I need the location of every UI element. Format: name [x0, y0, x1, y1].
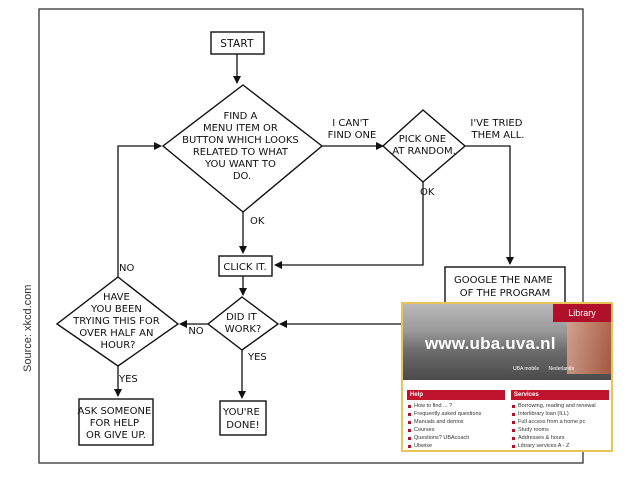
banner-photo	[567, 322, 611, 374]
services-link[interactable]: Addresses & hours	[511, 434, 609, 442]
diagram-frame	[38, 8, 584, 464]
library-website-screenshot: Library www.uba.uva.nl UBA mobile Nederl…	[401, 302, 613, 452]
arrow-pick-google	[465, 145, 514, 265]
help-header: Help	[407, 390, 505, 400]
youre-done-text: YOU'RE DONE!	[222, 407, 263, 431]
arrow-pick-click	[274, 182, 424, 269]
source-credit: Source: xkcd.com	[22, 284, 34, 372]
help-link[interactable]: How to find ... ?	[407, 402, 505, 410]
label-yes-work: YES	[247, 352, 267, 363]
google-text: GOOGLE THE NAME OF THE PROGRAM	[454, 275, 556, 299]
top-links: UBA mobile Nederlands	[513, 366, 582, 372]
link-uba-mobile[interactable]: UBA mobile	[513, 366, 540, 372]
click-it-text: CLICK IT.	[223, 262, 266, 273]
label-no-work: NO	[188, 326, 203, 337]
services-link[interactable]: Interlibrary loan (ILL)	[511, 410, 609, 418]
help-link[interactable]: Ubwise	[407, 442, 505, 450]
services-column: Services Borrowing, reading and renewal …	[511, 390, 609, 450]
link-nederlands[interactable]: Nederlands	[548, 366, 575, 372]
help-link[interactable]: Courses	[407, 426, 505, 434]
website-url: www.uba.uva.nl	[425, 334, 556, 353]
label-ok-find: OK	[250, 216, 265, 227]
label-yes-have: YES	[118, 374, 138, 385]
label-no-have: NO	[119, 263, 134, 274]
services-link[interactable]: Study rooms	[511, 426, 609, 434]
services-link[interactable]: Full access from a home pc	[511, 418, 609, 426]
label-ok-pick: OK	[420, 187, 435, 198]
services-link[interactable]: Library services A - Z	[511, 442, 609, 450]
help-link[interactable]: Frequently asked questions	[407, 410, 505, 418]
youre-done-box	[219, 400, 267, 436]
arrow-have-find	[117, 142, 162, 277]
label-cant-find: I CAN'T FIND ONE	[328, 118, 377, 141]
library-tab[interactable]: Library	[553, 304, 611, 322]
find-menu-text: FIND A MENU ITEM OR BUTTON WHICH LOOKS R…	[182, 111, 302, 182]
start-label: START	[220, 38, 254, 50]
website-banner: Library www.uba.uva.nl UBA mobile Nederl…	[403, 304, 611, 380]
help-link[interactable]: Manuals and demos	[407, 418, 505, 426]
did-it-work-text: DID IT WORK?	[225, 312, 262, 335]
services-header: Services	[511, 390, 609, 400]
services-link[interactable]: Borrowing, reading and renewal	[511, 402, 609, 410]
ask-someone-text: ASK SOMEONE FOR HELP OR GIVE UP.	[78, 406, 155, 441]
ask-someone-box	[78, 398, 154, 446]
help-column: Help How to find ... ? Frequently asked …	[407, 390, 505, 450]
click-it-box	[218, 255, 273, 277]
have-you-been-text: HAVE YOU BEEN TRYING THIS FOR OVER HALF …	[72, 292, 163, 351]
pick-random-text: PICK ONE AT RANDOM.	[392, 134, 456, 157]
label-tried-all: I'VE TRIED THEM ALL.	[470, 118, 525, 141]
help-link[interactable]: Questions? UBAcoach	[407, 434, 505, 442]
